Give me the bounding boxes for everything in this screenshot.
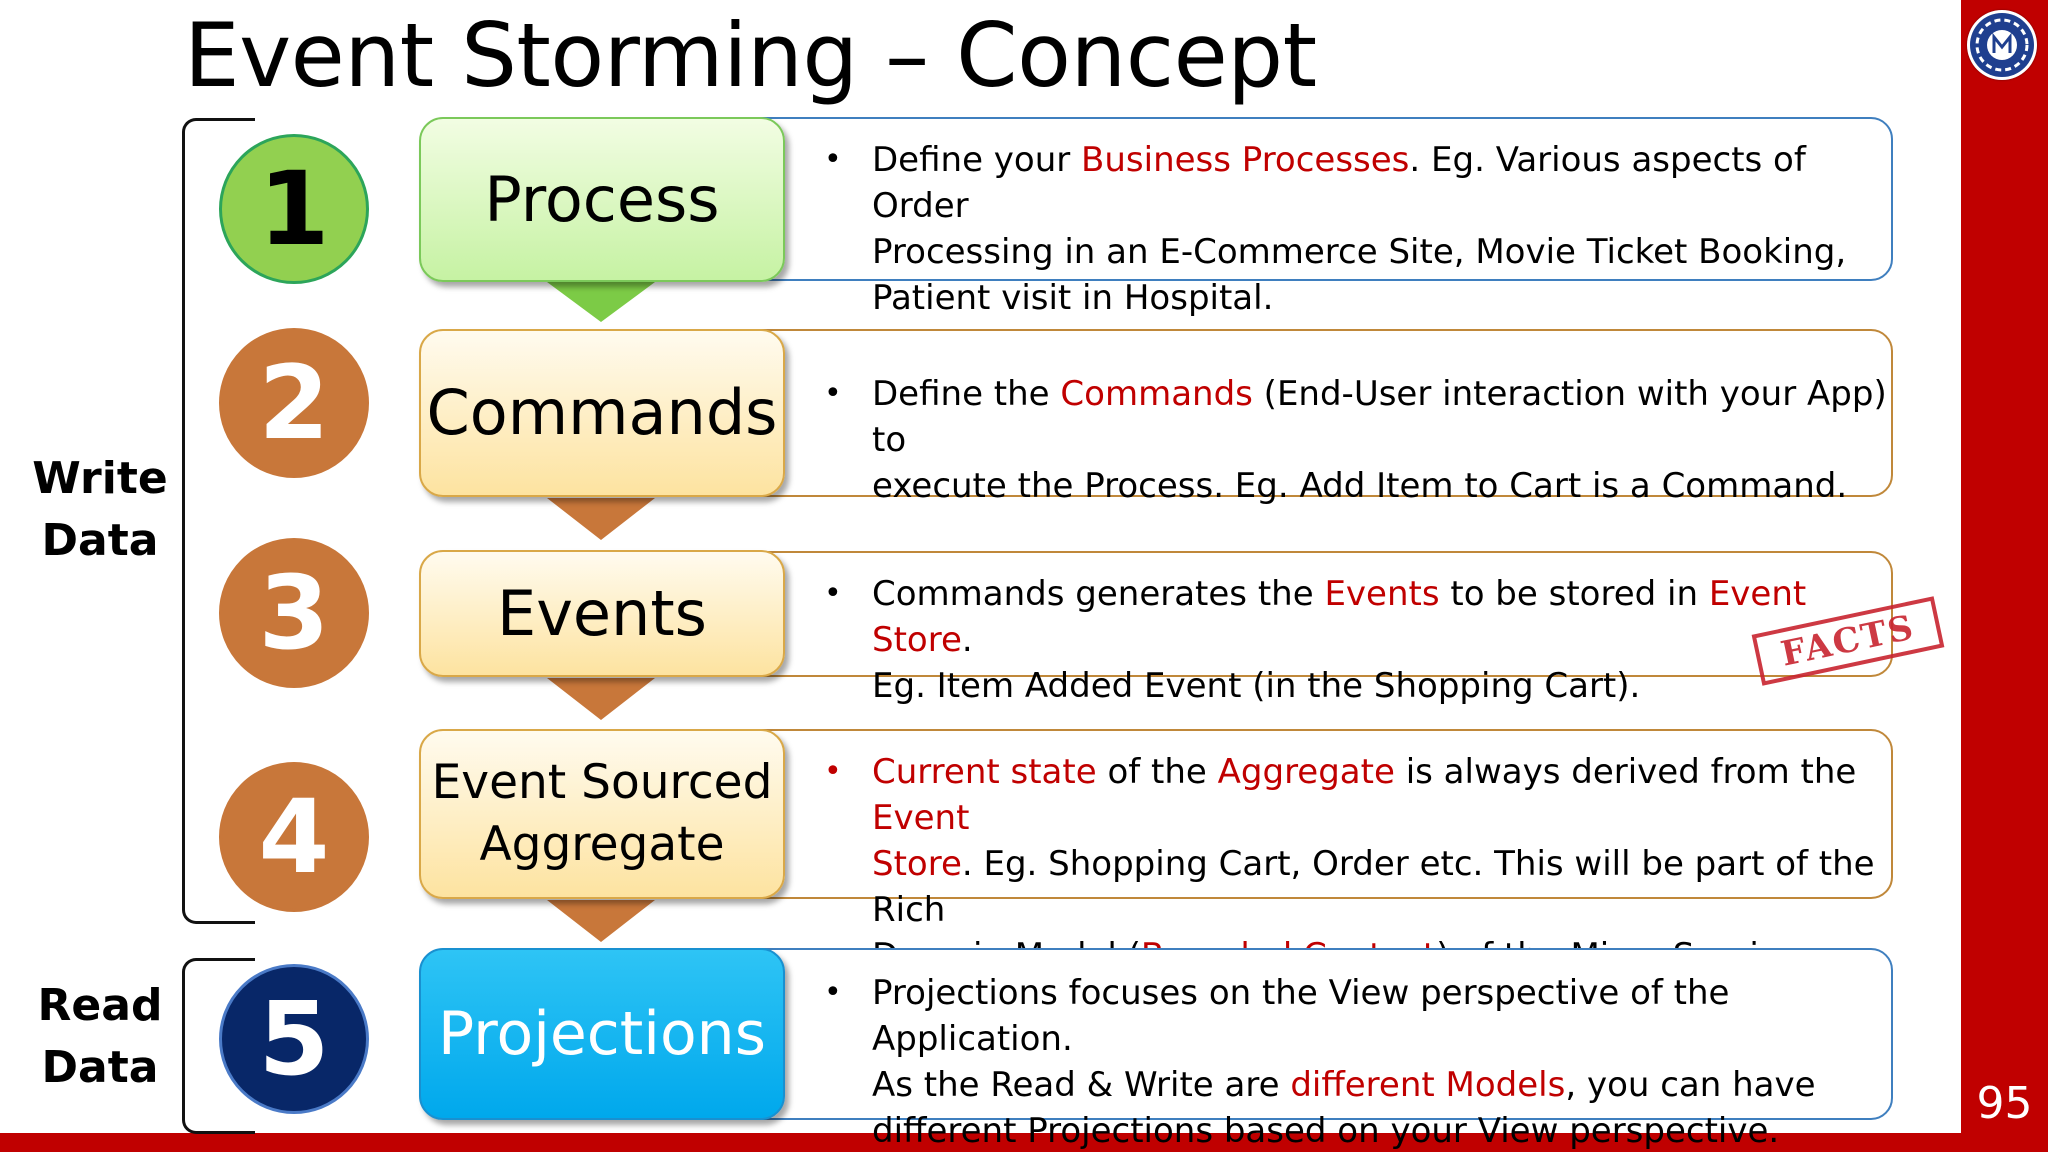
highlighted-term: Event <box>872 798 970 838</box>
flow-arrow-icon <box>547 900 655 942</box>
step-description-list: Projections focuses on the View perspect… <box>762 970 1891 1154</box>
description-text: is always derived from the <box>1394 752 1857 792</box>
step-label-box: Process <box>419 117 785 282</box>
logo-icon <box>1967 10 2037 80</box>
step-label-box: Events <box>419 550 785 677</box>
description-text: Patient visit in Hospital. <box>872 278 1274 318</box>
step-description-item: Define the Commands (End-User interactio… <box>824 371 1891 509</box>
description-line: Define the Commands (End-User interactio… <box>872 371 1891 463</box>
step-description-box: Define your Business Processes. Eg. Vari… <box>760 117 1893 318</box>
description-text: Define the <box>872 374 1061 414</box>
flow-arrow-icon <box>547 678 655 720</box>
description-line: Define your Business Processes. Eg. Vari… <box>872 137 1891 229</box>
read-data-label-line: Data <box>41 1042 159 1093</box>
description-text: (End-User interaction with your App) to <box>872 374 1887 460</box>
step-label: Commands <box>426 376 778 449</box>
description-line: different Projections based on your View… <box>872 1108 1891 1154</box>
description-text: As the Read & Write are <box>872 1065 1291 1105</box>
step-number-badge: 5 <box>219 964 369 1114</box>
description-text: Processing in an E-Commerce Site, Movie … <box>872 232 1847 272</box>
step-description-box: Current state of the Aggregate is always… <box>760 729 1893 976</box>
step-description-box: Projections focuses on the View perspect… <box>760 948 1893 1151</box>
read-data-bracket <box>182 958 255 1134</box>
description-text: of the <box>1096 752 1218 792</box>
step-description-list: Commands generates the Events to be stor… <box>762 571 1891 709</box>
read-data-label: Read Data <box>30 975 170 1099</box>
flow-arrow-icon <box>547 498 655 540</box>
highlighted-term: Store <box>872 844 962 884</box>
description-text: . Eg. Various aspects of Order <box>872 140 1806 226</box>
step-number-badge: 4 <box>219 762 369 912</box>
description-line: Current state of the Aggregate is always… <box>872 749 1891 841</box>
description-line: Patient visit in Hospital. <box>872 275 1891 321</box>
description-text: , you can have <box>1565 1065 1816 1105</box>
step-label: Events <box>497 576 707 650</box>
description-line: Commands generates the Events to be stor… <box>872 571 1891 663</box>
highlighted-term: different Models <box>1290 1065 1566 1105</box>
write-data-label-line: Write <box>32 453 168 504</box>
step-label-box: Projections <box>419 948 785 1120</box>
step-description-list: Current state of the Aggregate is always… <box>762 749 1891 979</box>
description-line: Processing in an E-Commerce Site, Movie … <box>872 229 1891 275</box>
highlighted-term: Aggregate <box>1217 752 1395 792</box>
right-sidebar-bar <box>1961 0 2048 1152</box>
description-line: execute the Process. Eg. Add Item to Car… <box>872 463 1891 509</box>
step-number-badge: 3 <box>219 538 369 688</box>
highlighted-term: Current state <box>872 752 1097 792</box>
description-text: Commands generates the <box>872 574 1325 614</box>
step-number-badge: 2 <box>219 328 369 478</box>
write-data-label: Write Data <box>30 448 170 572</box>
description-text: Define your <box>872 140 1082 180</box>
step-description-box: Commands generates the Events to be stor… <box>760 551 1893 706</box>
step-description-list: Define your Business Processes. Eg. Vari… <box>762 137 1891 321</box>
step-label: Aggregate <box>479 817 725 872</box>
step-label-box: Event Sourced Aggregate <box>419 729 785 899</box>
description-text: execute the Process. Eg. Add Item to Car… <box>872 466 1848 506</box>
step-label: Event Sourced <box>431 755 773 810</box>
highlighted-term: Event Store <box>872 574 1807 660</box>
flow-arrow-icon <box>547 282 655 322</box>
description-text: different Projections based on your View… <box>872 1111 1780 1151</box>
step-label: Process <box>484 162 720 236</box>
page-number: 95 <box>1976 1078 2033 1129</box>
description-line: Projections focuses on the View perspect… <box>872 970 1891 1062</box>
write-data-label-line: Data <box>41 515 159 566</box>
description-text: . <box>961 620 973 660</box>
description-text: . Eg. Shopping Cart, Order etc. This wil… <box>872 844 1875 930</box>
description-line: Eg. Item Added Event (in the Shopping Ca… <box>872 663 1891 709</box>
step-description-item: Projections focuses on the View perspect… <box>824 970 1891 1154</box>
description-line: As the Read & Write are different Models… <box>872 1062 1891 1108</box>
read-data-label-line: Read <box>37 980 163 1031</box>
step-description-item: Current state of the Aggregate is always… <box>824 749 1891 979</box>
description-line: Store. Eg. Shopping Cart, Order etc. Thi… <box>872 841 1891 933</box>
step-label: Projections <box>438 999 766 1069</box>
description-text: Projections focuses on the View perspect… <box>872 973 1730 1059</box>
step-description-item: Commands generates the Events to be stor… <box>824 571 1891 709</box>
highlighted-term: Business Processes <box>1081 140 1410 180</box>
description-text: Eg. Item Added Event (in the Shopping Ca… <box>872 666 1641 706</box>
page-title: Event Storming – Concept <box>184 4 1317 107</box>
step-description-item: Define your Business Processes. Eg. Vari… <box>824 137 1891 321</box>
step-description-list: Define the Commands (End-User interactio… <box>762 371 1891 509</box>
highlighted-term: Events <box>1324 574 1440 614</box>
step-description-box: Define the Commands (End-User interactio… <box>760 329 1893 506</box>
step-number-badge: 1 <box>219 134 369 284</box>
highlighted-term: Commands <box>1060 374 1253 414</box>
write-data-bracket <box>182 118 255 924</box>
step-label-box: Commands <box>419 329 785 497</box>
description-text: to be stored in <box>1439 574 1709 614</box>
